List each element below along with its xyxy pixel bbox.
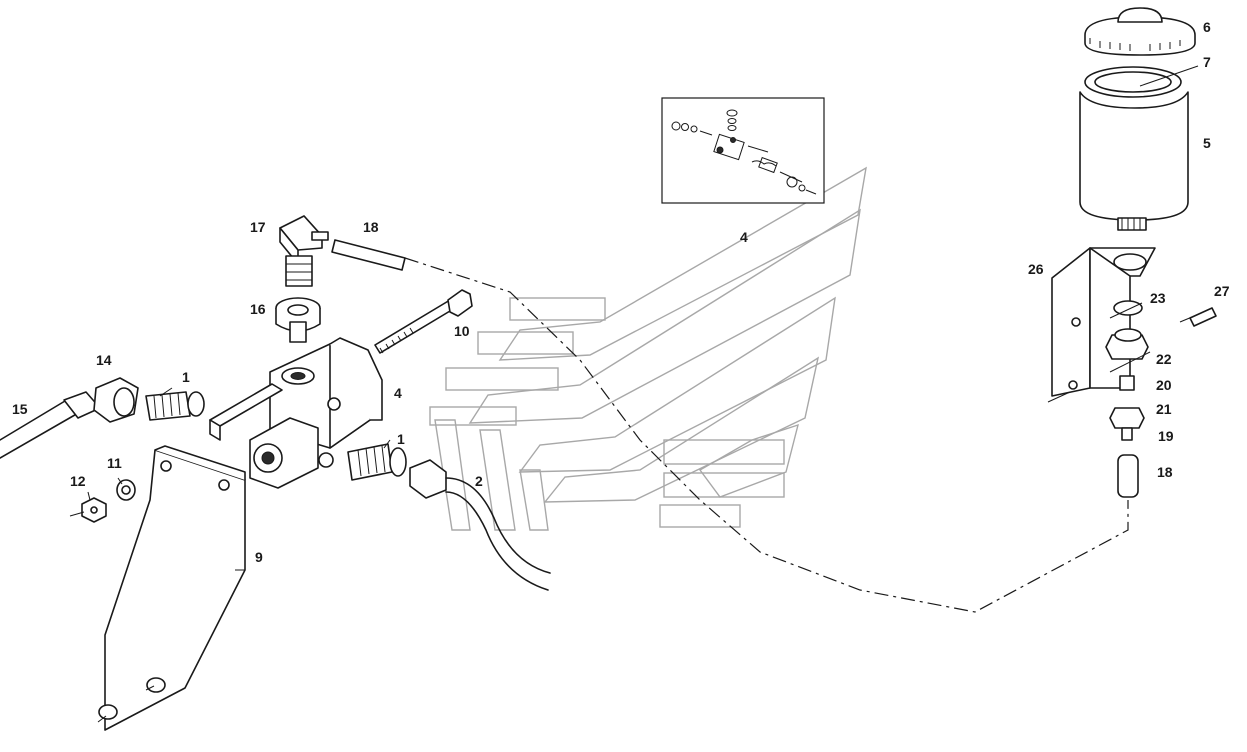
valve-body	[209, 337, 383, 489]
callout-26: 26	[1028, 261, 1044, 277]
washer-and-nut	[81, 479, 136, 523]
callout-labels: 6 7 5 4 17 18 26 27 23 16 10 22 14 1 20 …	[12, 19, 1230, 565]
callout-18a: 18	[363, 219, 379, 235]
adapter-left	[145, 391, 205, 421]
callout-7: 7	[1203, 54, 1211, 70]
union-nut	[275, 297, 321, 343]
hose-segment	[331, 239, 406, 271]
pipe-nut-right	[409, 459, 551, 591]
callout-23: 23	[1150, 290, 1166, 306]
callout-2: 2	[475, 473, 483, 489]
reservoir-fittings	[1105, 300, 1217, 498]
callout-16: 16	[250, 301, 266, 317]
callout-14: 14	[96, 352, 112, 368]
callout-12: 12	[70, 473, 86, 489]
left-pipe	[0, 397, 81, 459]
callout-10: 10	[454, 323, 470, 339]
callout-15: 15	[12, 401, 28, 417]
callout-4a: 4	[740, 229, 748, 245]
mounting-bracket	[98, 445, 246, 731]
callout-4b: 4	[394, 385, 402, 401]
reservoir-bracket	[1051, 247, 1156, 397]
elbow-fitting	[63, 377, 139, 423]
callout-9: 9	[255, 549, 263, 565]
callout-18b: 18	[1157, 464, 1173, 480]
callout-20: 20	[1156, 377, 1172, 393]
callout-22: 22	[1156, 351, 1172, 367]
callout-17: 17	[250, 219, 266, 235]
callout-11: 11	[107, 455, 122, 471]
callout-21: 21	[1156, 401, 1172, 417]
banjo-fitting	[279, 215, 329, 287]
leader-lines	[69, 65, 1199, 723]
long-bolt	[374, 289, 473, 354]
callout-27: 27	[1214, 283, 1230, 299]
hose-route-line	[404, 257, 1129, 613]
inset-exploded-view	[661, 97, 825, 204]
callout-1a: 1	[182, 369, 190, 385]
callout-6: 6	[1203, 19, 1211, 35]
adapter-right	[347, 443, 407, 481]
callout-5: 5	[1203, 135, 1211, 151]
callout-19: 19	[1158, 428, 1174, 444]
callout-1b: 1	[397, 431, 405, 447]
watermark-logo	[429, 166, 867, 531]
fluid-reservoir	[1079, 7, 1196, 231]
